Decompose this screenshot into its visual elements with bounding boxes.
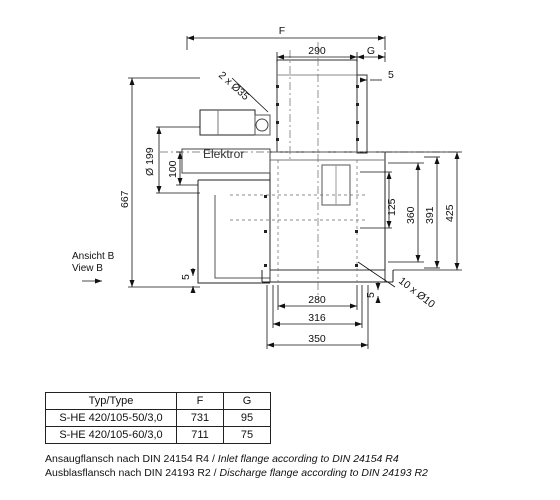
dim-125: 125	[386, 198, 398, 216]
dim-5-left: 5	[180, 274, 192, 280]
table-cell-type: S-HE 420/105-50/3,0	[45, 409, 177, 427]
table-cell-type: S-HE 420/105-60/3,0	[45, 426, 177, 444]
table-cell-f: 731	[176, 409, 224, 427]
note-inlet-de: Ansaugflansch nach DIN 24154 R4 /	[45, 453, 218, 465]
table-header-row: Typ/Type F G	[45, 392, 271, 410]
dim-5-top: 5	[388, 69, 394, 81]
dim-391: 391	[424, 206, 436, 224]
elektro-label: Elektror	[203, 147, 244, 161]
center-lines	[160, 42, 460, 300]
fan-outline	[181, 59, 394, 284]
dim-290: 290	[308, 45, 326, 57]
table-header-f: F	[176, 392, 224, 410]
dim-280: 280	[308, 294, 326, 306]
dim-350: 350	[308, 333, 326, 345]
dim-360: 360	[405, 206, 417, 224]
view-label-en: View B	[72, 263, 103, 274]
view-label-de: Ansicht B	[72, 251, 115, 262]
dim-5-right: 5	[365, 292, 377, 298]
dim-holes-top: 2 x Ø35	[216, 69, 251, 103]
table-header-type: Typ/Type	[45, 392, 177, 410]
table-cell-g: 95	[223, 409, 271, 427]
table-cell-f: 711	[176, 426, 224, 444]
note-discharge-flange: Ausblasflansch nach DIN 24193 R2 / Disch…	[45, 467, 428, 479]
note-inlet-en: Inlet flange according to DIN 24154 R4	[217, 453, 399, 465]
dim-d199: Ø 199	[144, 147, 156, 176]
dim-667: 667	[119, 190, 131, 208]
table-header-g: G	[223, 392, 271, 410]
table-row: S-HE 420/105-60/3,0 711 75	[45, 426, 271, 444]
technical-drawing: Elektror	[72, 25, 462, 349]
type-table: Typ/Type F G S-HE 420/105-50/3,0 731 95 …	[45, 392, 271, 444]
dim-holes-bottom: 10 x Ø10	[396, 275, 437, 311]
note-discharge-de: Ausblasflansch nach DIN 24193 R2 /	[45, 467, 220, 479]
table-cell-g: 75	[223, 426, 271, 444]
note-discharge-en: Discharge flange according to DIN 24193 …	[219, 467, 428, 479]
dim-g: G	[367, 45, 375, 57]
note-inlet-flange: Ansaugflansch nach DIN 24154 R4 / Inlet …	[45, 453, 399, 465]
dim-100: 100	[167, 160, 179, 178]
table-row: S-HE 420/105-50/3,0 731 95	[45, 409, 271, 427]
dimension-lines	[82, 35, 462, 349]
dim-425: 425	[444, 204, 456, 222]
dim-316: 316	[308, 312, 326, 324]
dim-f: F	[279, 25, 285, 37]
bolt-holes	[264, 85, 359, 267]
